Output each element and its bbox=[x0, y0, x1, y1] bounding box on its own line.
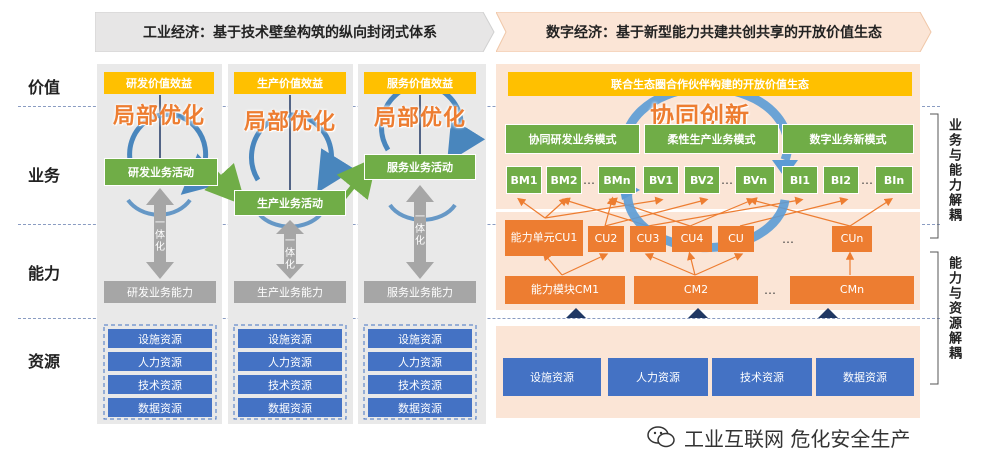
service-integration-label: 一体化 bbox=[415, 212, 425, 247]
capability-unit-cun: CUn bbox=[832, 226, 872, 252]
ecosystem-value-box: 联合生态圈合作伙伴构建的开放价值生态 bbox=[508, 72, 912, 96]
business-mode-bmn: BMn bbox=[598, 166, 636, 194]
row-label-value: 价值 bbox=[28, 78, 61, 97]
mode-digital-business: 数字业务新模式 bbox=[782, 124, 914, 154]
business-mode-bm1: BM1 bbox=[506, 166, 542, 194]
production-capability-box: 生产业务能力 bbox=[234, 281, 346, 303]
business-mode-bv1: BV1 bbox=[643, 166, 679, 194]
capability-unit-cu: CU bbox=[718, 226, 754, 252]
capability-resource-decoupling-label: 能力与资源解耦 bbox=[946, 256, 961, 361]
business-mode-bi1: BI1 bbox=[782, 166, 818, 194]
ecosystem-resource-facility: 设施资源 bbox=[503, 358, 601, 396]
row-label-capability: 能力 bbox=[28, 264, 61, 283]
left-banner-title: 工业经济：基于技术壁垒构筑的纵向封闭式体系 bbox=[143, 25, 437, 41]
ellipsis: … bbox=[764, 283, 776, 297]
row-label-business: 业务 bbox=[28, 166, 61, 185]
watermark: 工业互联网 危化安全生产 bbox=[646, 420, 986, 454]
mode-collaborative-rd: 协同研发业务模式 bbox=[505, 124, 640, 154]
wechat-icon bbox=[647, 426, 675, 448]
service-resource-technology: 技术资源 bbox=[368, 375, 472, 394]
capability-unit-cu3: CU3 bbox=[630, 226, 666, 252]
business-mode-bv2: BV2 bbox=[684, 166, 720, 194]
business-mode-bm2: BM2 bbox=[546, 166, 582, 194]
rd-local-optimization-label: 局部优化 bbox=[112, 104, 205, 129]
ellipsis: … bbox=[721, 173, 733, 187]
rd-resource-data: 数据资源 bbox=[108, 398, 212, 417]
capability-module-cm1: 能力模块CM1 bbox=[505, 276, 625, 304]
watermark-text: 工业互联网 危化安全生产 bbox=[684, 426, 911, 451]
left-banner-shape bbox=[95, 12, 495, 52]
rd-resource-facility: 设施资源 bbox=[108, 329, 212, 348]
rd-value-box: 研发价值效益 bbox=[104, 72, 214, 94]
ellipsis: … bbox=[861, 173, 873, 187]
mode-flexible-production: 柔性生产业务模式 bbox=[644, 124, 779, 154]
production-activity-box: 生产业务活动 bbox=[234, 190, 346, 216]
right-banner-title: 数字经济：基于新型能力共建共创共享的开放价值生态 bbox=[546, 25, 882, 41]
service-activity-box: 服务业务活动 bbox=[364, 154, 476, 180]
ecosystem-resource-data: 数据资源 bbox=[816, 358, 914, 396]
business-mode-bvn: BVn bbox=[735, 166, 775, 194]
row-label-resource: 资源 bbox=[28, 352, 61, 371]
service-resource-facility: 设施资源 bbox=[368, 329, 472, 348]
capability-module-cm2: CM2 bbox=[634, 276, 758, 304]
business-mode-bi2: BI2 bbox=[823, 166, 859, 194]
production-integration-label: 一体化 bbox=[285, 236, 295, 271]
ecosystem-resource-technology: 技术资源 bbox=[712, 358, 812, 396]
service-resource-data: 数据资源 bbox=[368, 398, 472, 417]
production-resource-human: 人力资源 bbox=[238, 352, 342, 371]
production-local-optimization-label: 局部优化 bbox=[243, 110, 336, 135]
production-resource-technology: 技术资源 bbox=[238, 375, 342, 394]
business-mode-bin: BIn bbox=[875, 166, 913, 194]
ecosystem-resource-human: 人力资源 bbox=[608, 358, 708, 396]
capability-unit-cu1: 能力单元CU1 bbox=[505, 220, 583, 256]
capability-module-cmn: CMn bbox=[790, 276, 914, 304]
side-brackets bbox=[930, 113, 939, 385]
capability-unit-cu4: CU4 bbox=[672, 226, 712, 252]
rd-resource-technology: 技术资源 bbox=[108, 375, 212, 394]
ellipsis: … bbox=[782, 232, 794, 246]
business-capability-decoupling-label: 业务与能力解耦 bbox=[946, 118, 961, 223]
ellipsis: … bbox=[583, 173, 595, 187]
service-capability-box: 服务业务能力 bbox=[364, 281, 476, 303]
rd-integration-label: 一体化 bbox=[155, 218, 165, 253]
production-resource-data: 数据资源 bbox=[238, 398, 342, 417]
production-resource-facility: 设施资源 bbox=[238, 329, 342, 348]
rd-activity-box: 研发业务活动 bbox=[104, 158, 218, 186]
service-value-box: 服务价值效益 bbox=[364, 72, 476, 94]
service-resource-human: 人力资源 bbox=[368, 352, 472, 371]
right-banner-shape bbox=[496, 12, 932, 52]
production-value-box: 生产价值效益 bbox=[234, 72, 346, 94]
service-local-optimization-label: 局部优化 bbox=[373, 106, 466, 131]
rd-resource-human: 人力资源 bbox=[108, 352, 212, 371]
rd-capability-box: 研发业务能力 bbox=[104, 281, 216, 303]
capability-unit-cu2: CU2 bbox=[588, 226, 624, 252]
